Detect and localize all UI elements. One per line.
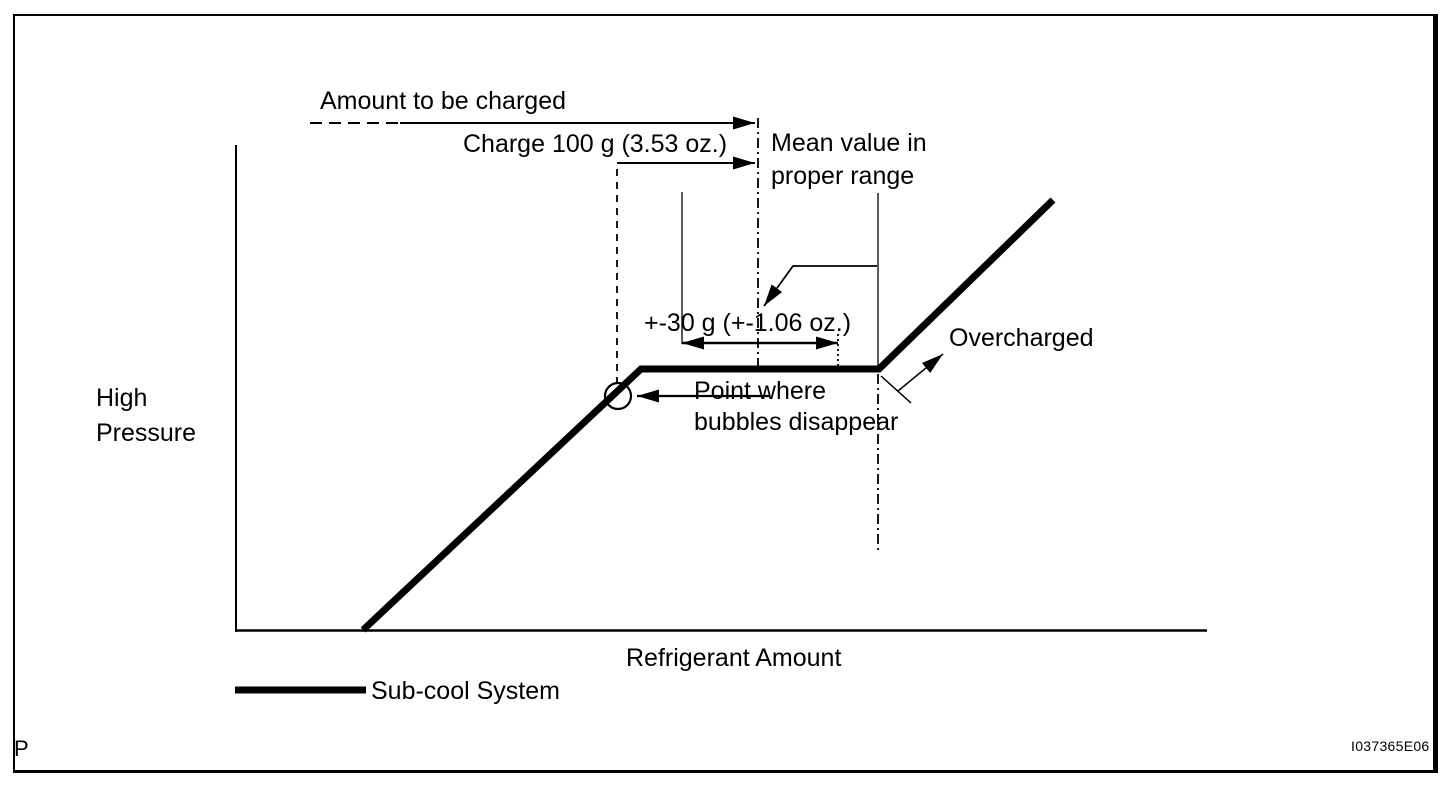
legend-label: Sub-cool System	[371, 677, 560, 705]
figure-code: I037365E06	[1351, 738, 1430, 754]
overcharged-tick	[880, 375, 912, 404]
overcharged-arrow	[897, 353, 944, 392]
amount-to-be-charged-label: Amount to be charged	[320, 87, 566, 115]
mean-value-leader-arrow	[763, 265, 877, 307]
charge-amount-label: Charge 100 g (3.53 oz.)	[463, 130, 728, 158]
bubble-point-label-line1: Point where	[694, 377, 827, 405]
bubble-point-label: Point where bubbles disappear	[694, 376, 898, 438]
mean-value-label: Mean value in proper range	[771, 127, 927, 193]
overcharged-label: Overcharged	[949, 324, 1094, 352]
mean-value-label-line1: Mean value in	[771, 129, 927, 157]
tolerance-label: +-30 g (+-1.06 oz.)	[644, 309, 852, 337]
x-axis-label: Refrigerant Amount	[626, 644, 842, 672]
curve-line	[360, 197, 1056, 633]
y-axis-label-line1: High	[96, 384, 148, 412]
bubble-point-circle	[603, 381, 633, 411]
bubble-point-label-line2: bubbles disappear	[694, 408, 899, 436]
mean-value-label-line2: proper range	[771, 162, 915, 190]
y-axis-label-line2: Pressure	[96, 419, 197, 447]
y-axis-label: High Pressure	[96, 381, 196, 451]
page-marker: P	[14, 736, 29, 761]
figure-border	[13, 14, 1438, 773]
